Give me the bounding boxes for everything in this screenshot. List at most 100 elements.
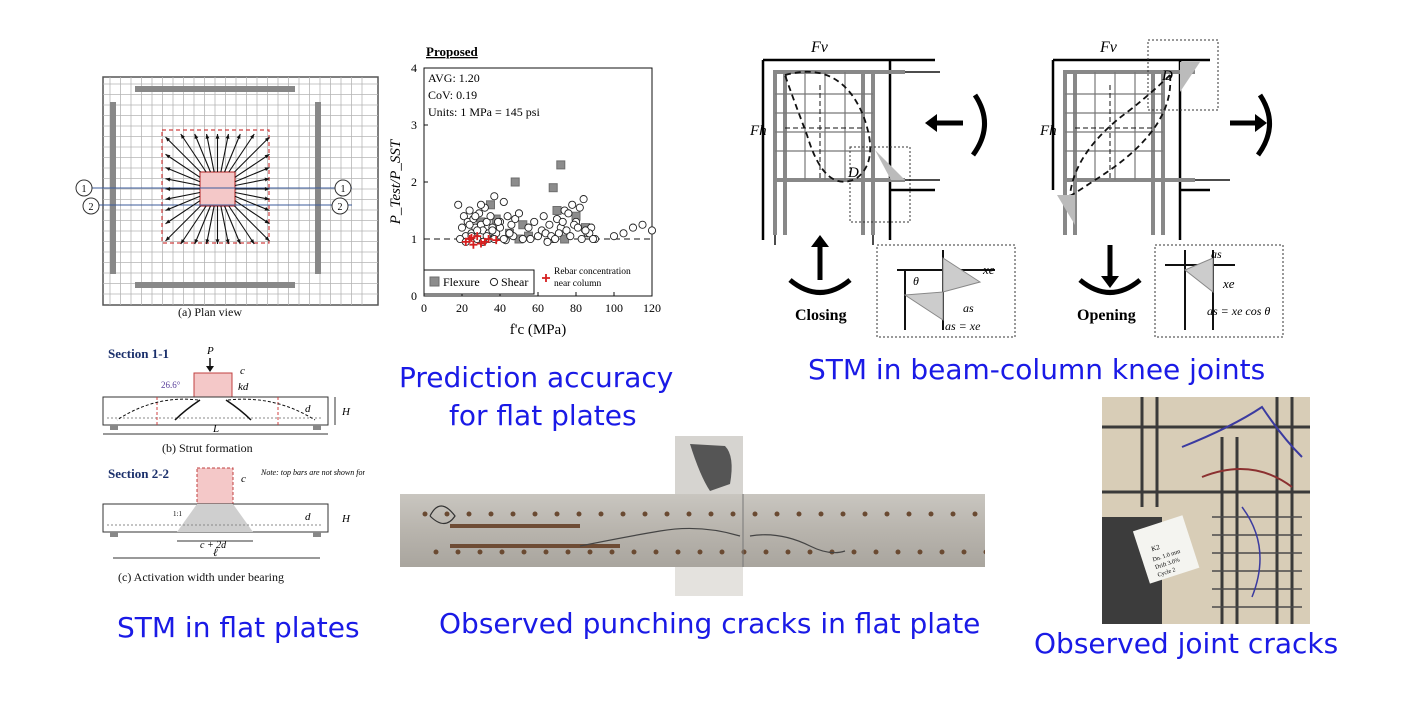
shear-point xyxy=(545,220,554,229)
shear-point xyxy=(551,234,560,244)
shear-point xyxy=(566,232,575,241)
section-22-slope: 1:1 xyxy=(173,510,182,518)
shear-point xyxy=(476,200,486,209)
knee-opening-Fv: Fv xyxy=(1099,39,1118,56)
plan-view-panel: 1 2 1 2 xyxy=(70,72,380,322)
chart-title: Proposed xyxy=(426,44,479,59)
knee-closing-as: as xyxy=(963,301,974,315)
knee-opening-xe: xe xyxy=(1222,276,1235,291)
shear-point xyxy=(505,229,514,238)
y-axis-label: P_Test/P_SST xyxy=(388,138,404,225)
stat-label: Units: 1 MPa = 145 psi xyxy=(428,105,540,119)
flexure-point xyxy=(556,160,566,170)
knee-opening-formula: as = xe cos θ xyxy=(1207,304,1270,318)
knee-opening-drawing: Fv D Fh xyxy=(1039,39,1284,338)
x-tick-label: 0 xyxy=(421,301,427,315)
shear-point xyxy=(558,217,567,226)
knee-opening-D: D xyxy=(1161,68,1173,84)
knee-closing-formula: as = xe xyxy=(945,319,981,333)
chart-plot-area xyxy=(423,67,653,297)
x-tick-label: 60 xyxy=(532,301,544,315)
shear-point xyxy=(575,203,584,212)
knee-closing-Fh: Fh xyxy=(749,123,767,139)
legend-shear: Shear xyxy=(501,275,528,289)
shear-point xyxy=(530,217,539,226)
section-22-note: Note: top bars are not shown for clarity xyxy=(260,468,365,477)
knee-closing-panel: Fv D Fh xyxy=(745,30,1025,340)
section-22-c: c xyxy=(241,473,246,485)
shear-point xyxy=(568,200,577,209)
shear-point xyxy=(524,223,533,232)
section-22-H: H xyxy=(341,513,351,525)
y-tick-label: 4 xyxy=(411,61,417,75)
annotation-line-2: near column xyxy=(554,279,601,289)
punching-crack-image xyxy=(400,436,989,596)
shear-point xyxy=(628,223,638,232)
x-tick-label: 120 xyxy=(643,301,661,315)
legend-flexure: Flexure xyxy=(443,275,480,289)
knee-closing-theta: θ xyxy=(913,274,919,288)
plan-view-caption: (a) Plan view xyxy=(178,305,242,319)
section-11-title: Section 1-1 xyxy=(108,346,169,361)
x-tick-label: 100 xyxy=(605,301,623,315)
shear-point xyxy=(499,234,508,244)
rebar-concentration-point xyxy=(480,237,489,246)
shear-point xyxy=(454,200,463,209)
x-tick-label: 40 xyxy=(494,301,506,315)
section-11-kd: kd xyxy=(238,381,249,393)
flexure-point xyxy=(548,183,558,193)
shear-point xyxy=(503,212,512,221)
knee-opening-as: as xyxy=(1211,247,1222,261)
shear-point xyxy=(564,209,573,218)
line-label-1-left: 1 xyxy=(82,184,87,195)
section-11-angle: 26.6° xyxy=(161,380,181,390)
shear-point xyxy=(494,217,503,226)
shear-point xyxy=(619,229,628,238)
line-label-2-right: 2 xyxy=(338,202,343,213)
annotation-line-1: Rebar concentration xyxy=(554,267,631,277)
knee-closing-Fv: Fv xyxy=(810,39,829,56)
shear-point xyxy=(579,195,588,204)
chart-legend: Flexure Shear xyxy=(423,269,535,295)
shear-point xyxy=(482,217,491,226)
section-22-ell: ℓ xyxy=(213,547,218,559)
shear-point xyxy=(562,226,571,235)
stat-label: CoV: 0.19 xyxy=(428,88,477,102)
rebar-concentration-point xyxy=(473,232,482,241)
y-tick-label: 3 xyxy=(411,118,417,132)
rebar-concentration-point xyxy=(469,240,478,249)
shear-point xyxy=(518,234,527,244)
shear-point xyxy=(486,212,495,221)
stat-label: AVG: 1.20 xyxy=(428,71,480,85)
section-11-load: P xyxy=(206,345,214,357)
knee-opening-label: Opening xyxy=(1077,307,1136,324)
joint-crack-image: K2 Dn. 1.0 mm Drift 3.0% Cycle 2 xyxy=(1102,397,1310,624)
shear-point xyxy=(526,234,535,244)
shear-point xyxy=(514,209,524,218)
tag-line-4: Cycle 2 xyxy=(1157,567,1176,578)
plan-view-drawing: 1 2 1 2 xyxy=(75,76,379,306)
joint-crack-photo: K2 Dn. 1.0 mm Drift 3.0% Cycle 2 xyxy=(1102,397,1310,624)
knee-closing-xe: xe xyxy=(982,262,995,277)
flexure-point xyxy=(552,206,562,215)
x-tick-label: 80 xyxy=(570,301,582,315)
line-label-1-right: 1 xyxy=(341,184,346,195)
shear-point xyxy=(511,214,520,224)
rebar-concentration-point xyxy=(492,236,501,245)
shear-point xyxy=(543,237,552,246)
line-label-2-left: 2 xyxy=(89,202,94,213)
shear-point xyxy=(539,212,548,221)
caption-joint: Observed joint cracks xyxy=(1034,627,1339,660)
section-22-drawing: Section 2-2 c Note: top bars are not sho… xyxy=(102,466,389,559)
flexure-point xyxy=(510,177,520,187)
shear-point xyxy=(589,234,598,244)
shear-point xyxy=(581,226,590,235)
x-axis-label: f'c (MPa) xyxy=(510,322,566,338)
punching-crack-photo xyxy=(400,436,989,596)
section-22-title: Section 2-2 xyxy=(108,466,169,481)
shear-point xyxy=(507,220,516,229)
shear-point xyxy=(573,223,582,232)
shear-point xyxy=(499,197,508,206)
section-22-caption: (c) Activation width under bearing xyxy=(118,570,284,584)
